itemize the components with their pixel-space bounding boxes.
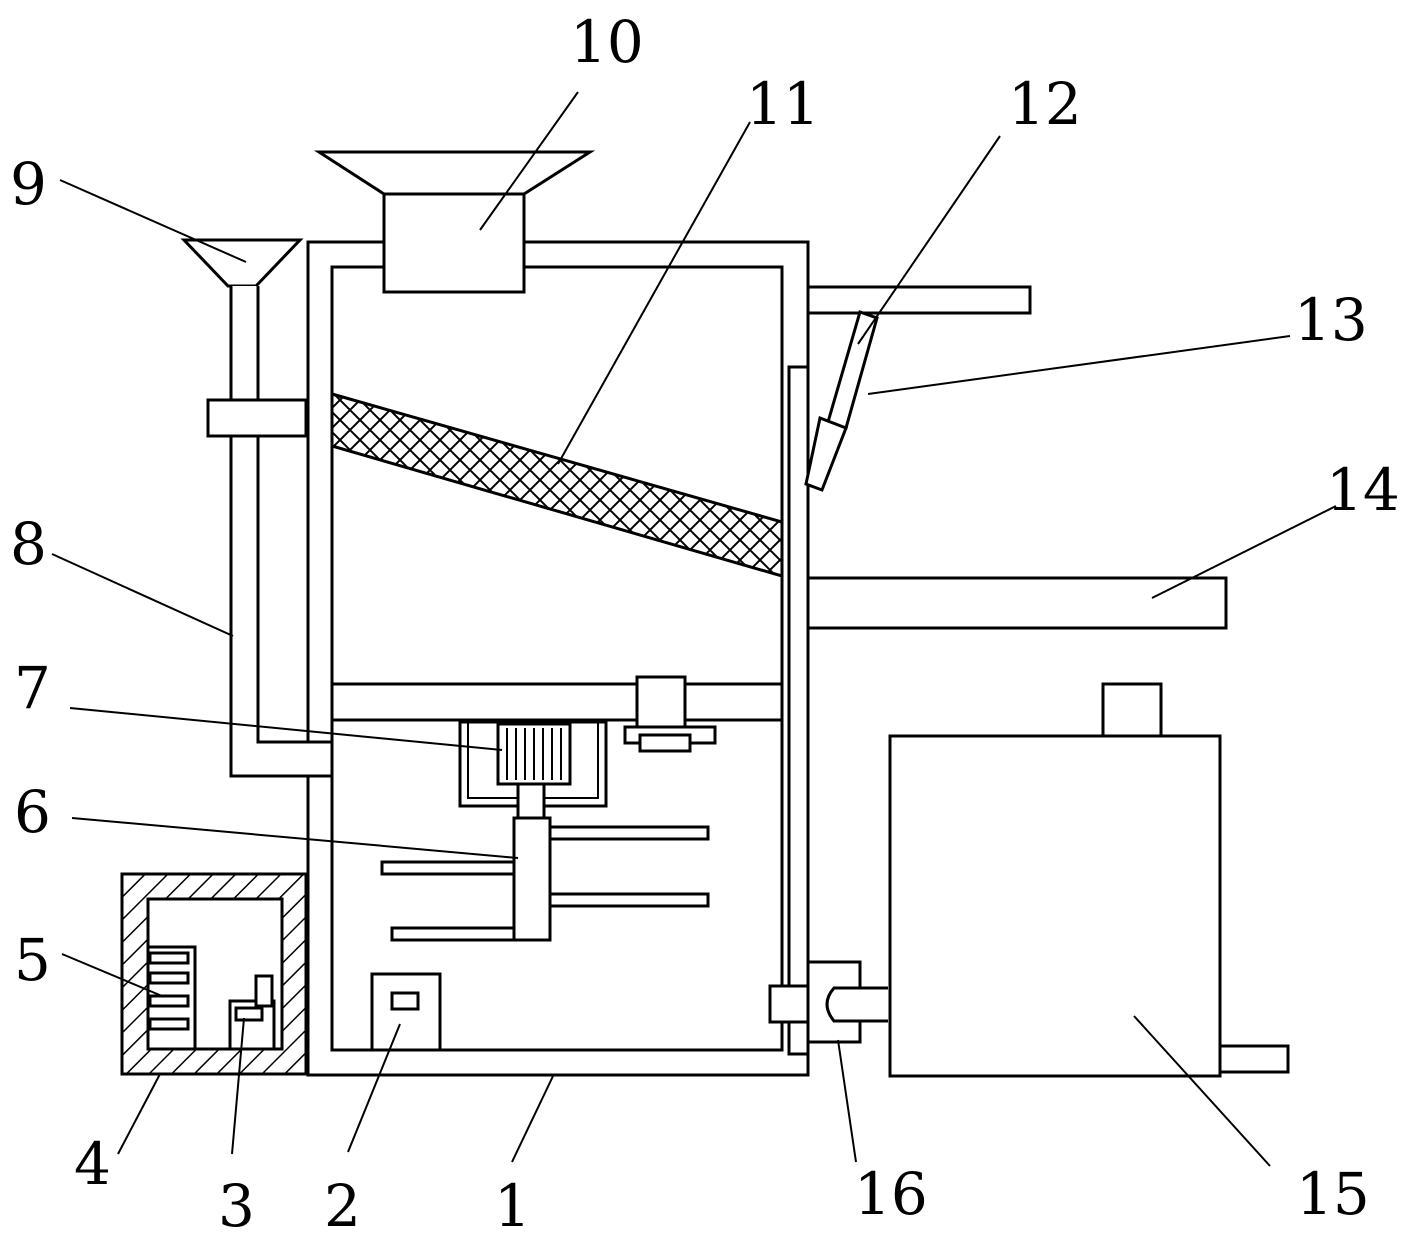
screen-mesh [330,392,784,578]
label-12: 12 [1008,70,1082,138]
label-3: 3 [218,1172,255,1240]
vibrator-rod [804,310,879,492]
label-5: 5 [14,926,51,994]
label-15: 15 [1296,1160,1370,1228]
label-11: 11 [746,70,820,138]
outlet-valve [768,960,888,1044]
label-16: 16 [854,1160,928,1228]
label-14: 14 [1326,456,1400,524]
label-1: 1 [494,1172,531,1240]
control-panel [370,972,442,1052]
label-2: 2 [324,1172,361,1240]
water-pipe [206,286,334,778]
label-7: 7 [14,654,51,722]
label-10: 10 [570,8,644,76]
feed-hopper [313,150,596,294]
main-cabinet [306,240,810,1077]
side-door-strip [787,365,810,1056]
collection-tank [888,682,1290,1078]
stirring-shaft [380,782,710,942]
discharge-chute [806,576,1228,630]
partition-plate [330,682,784,722]
upper-outlet-arm [806,285,1032,315]
leader-lines [51,91,1337,1167]
label-8: 8 [10,510,47,578]
label-9: 9 [10,150,47,218]
label-13: 13 [1294,286,1368,354]
label-6: 6 [14,778,51,846]
partition-bracket [623,675,717,753]
battery-pack [146,945,197,1051]
side-funnel [180,238,304,288]
label-4: 4 [74,1130,111,1198]
switch-unit [228,974,276,1051]
